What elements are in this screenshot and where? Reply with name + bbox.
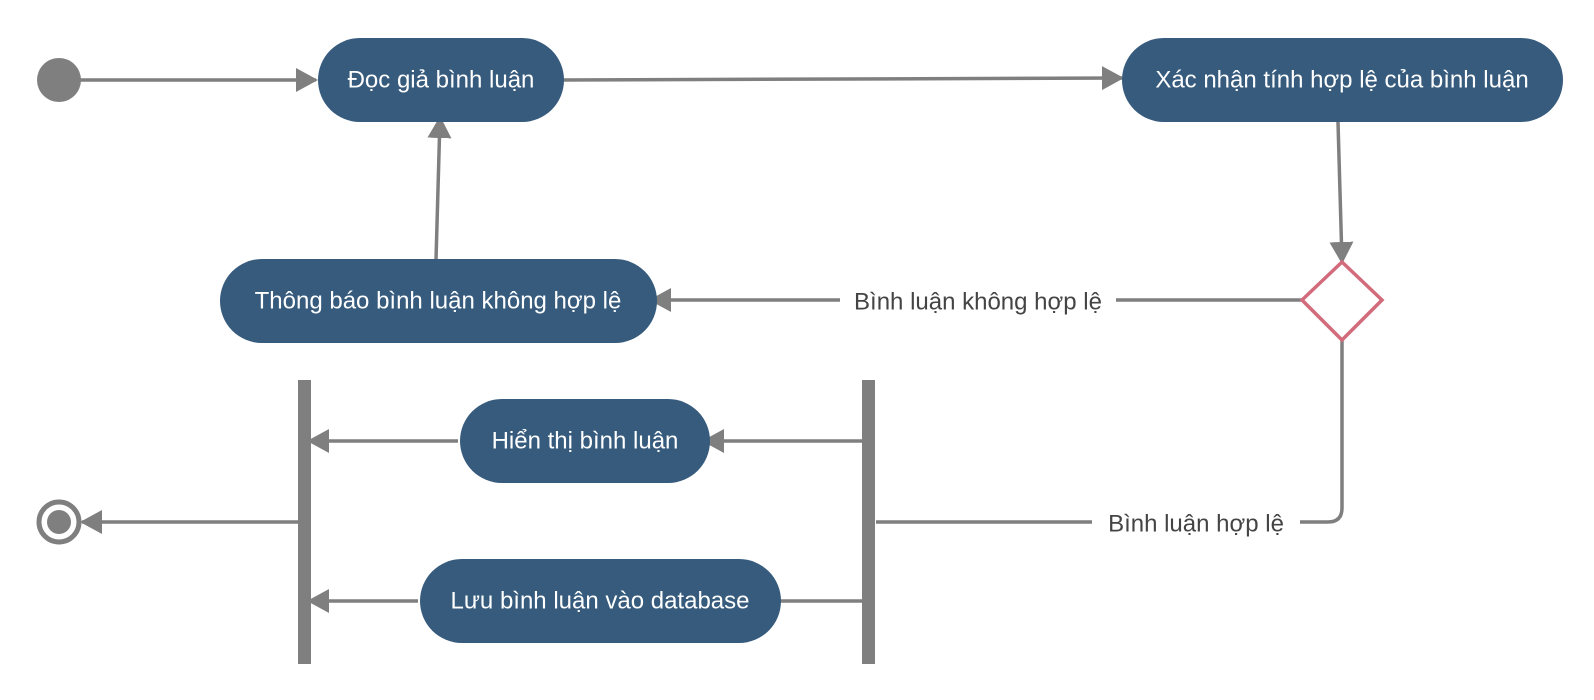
edge-validate-to-decision	[1329, 121, 1354, 264]
start-node	[37, 58, 81, 102]
action-save-comment: Lưu bình luận vào database	[420, 559, 781, 643]
edge-reader-to-validate	[561, 66, 1124, 91]
action-validate-comment-label: Xác nhận tính hợp lệ của bình luận	[1155, 67, 1528, 94]
fork-bar	[862, 380, 875, 664]
edge-label-valid: Bình luận hợp lệ	[1108, 511, 1284, 538]
edges	[80, 66, 1354, 613]
action-reader-comments-label: Đọc giả bình luận	[348, 67, 535, 94]
edge-decision-valid	[1300, 338, 1344, 524]
action-save-comment-label: Lưu bình luận vào database	[451, 588, 750, 615]
edge-notify-to-reader	[427, 116, 452, 261]
action-display-comment: Hiển thị bình luận	[460, 399, 710, 483]
action-notify-invalid-label: Thông báo bình luận không hợp lệ	[255, 288, 622, 315]
end-node	[36, 499, 82, 545]
action-notify-invalid: Thông báo bình luận không hợp lệ	[220, 259, 657, 343]
decision-diamond	[1299, 259, 1385, 343]
join-bar	[298, 380, 311, 664]
edge-label-invalid: Bình luận không hợp lệ	[854, 289, 1102, 316]
action-validate-comment: Xác nhận tính hợp lệ của bình luận	[1122, 38, 1563, 122]
action-display-comment-label: Hiển thị bình luận	[492, 428, 679, 455]
action-reader-comments: Đọc giả bình luận	[318, 38, 564, 122]
